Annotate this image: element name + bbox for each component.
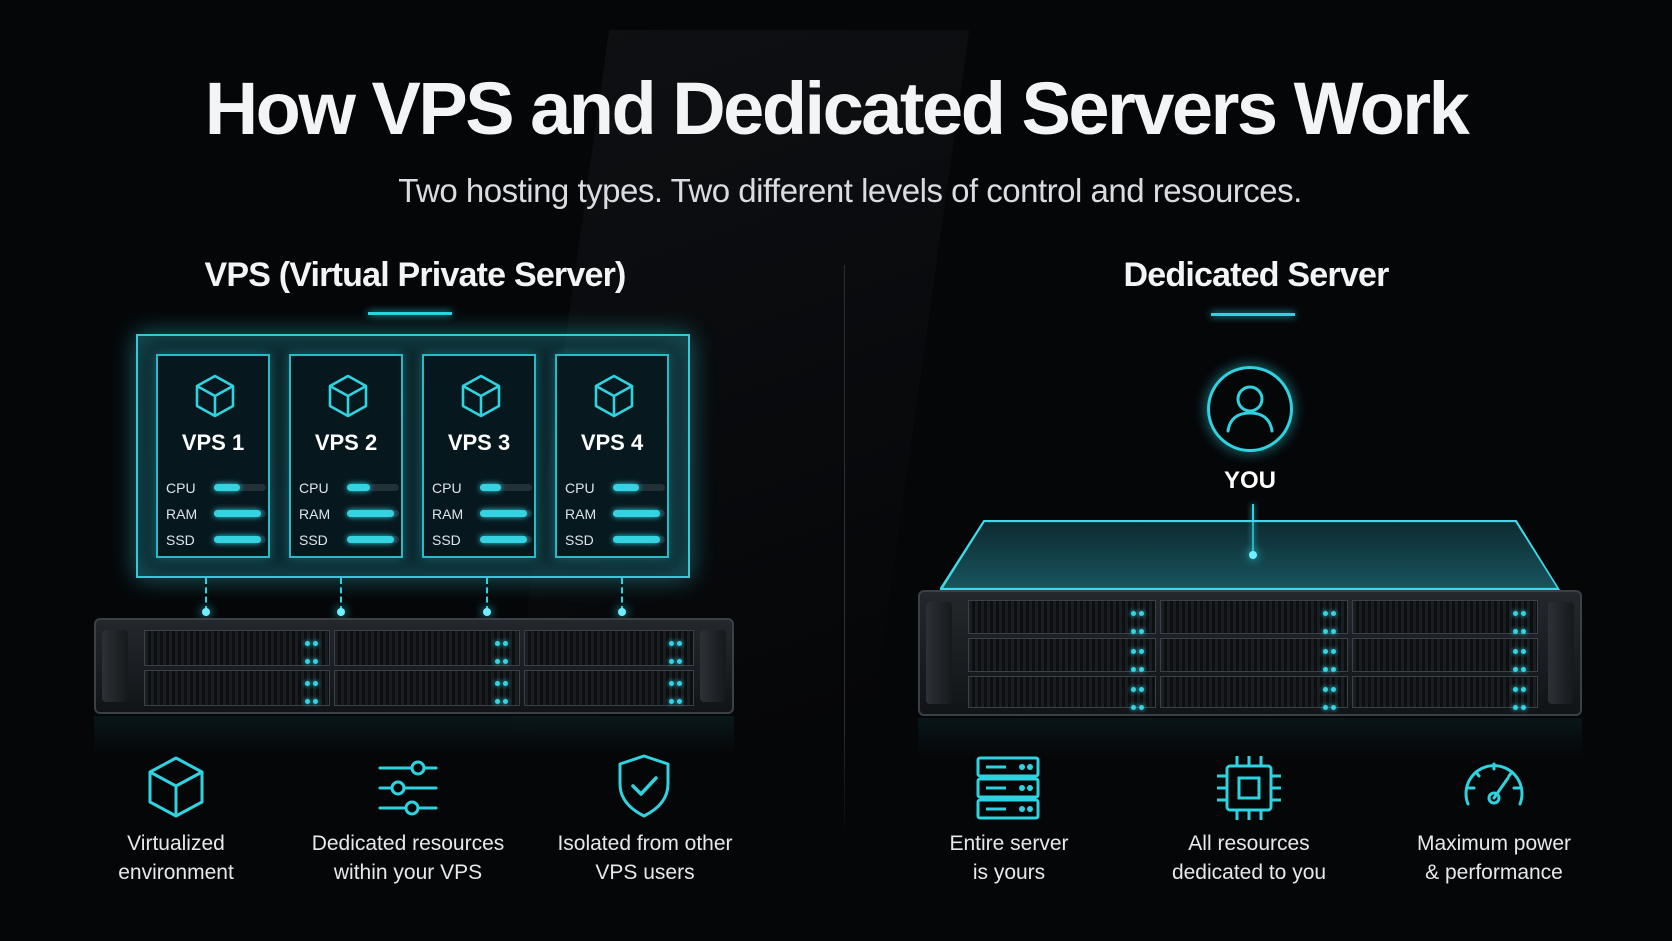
drive-bay [968,600,1156,634]
vps-virtualization-panel: VPS 1 CPU RAM SSD VPS 2 CPU RAM SSD VPS … [136,334,690,578]
resource-bar-fill [214,536,261,543]
drive-bay [1352,638,1538,672]
cube-icon [148,756,204,818]
resource-row-ssd: SSD [432,532,532,548]
vps-name: VPS 4 [580,430,644,455]
vps-name: VPS 2 [314,430,378,455]
cube-icon [328,374,368,418]
dedicated-server [918,590,1582,716]
rack-ear [1548,602,1574,704]
resource-row-ram: RAM [166,506,266,522]
dedicated-heading: Dedicated Server [1123,256,1389,294]
drive-bay [1160,676,1348,710]
vps-card: VPS 1 CPU RAM SSD [156,354,270,558]
user-icon [1226,385,1274,433]
gauge-icon [1464,762,1524,806]
rack-ear [700,630,726,702]
vps-host-server [94,618,734,714]
connector-dot [483,608,491,616]
resource-row-ram: RAM [565,506,665,522]
resource-bar-fill [214,484,240,491]
resource-row-ram: RAM [299,506,399,522]
feature-maximum-power: Maximum power& performance [1416,832,1572,884]
resource-row-cpu: CPU [432,480,532,496]
drive-bay [968,676,1156,710]
cube-icon [461,374,501,418]
drive-bay [1352,676,1538,710]
resource-row-cpu: CPU [299,480,399,496]
drive-bay [144,670,330,706]
dedicated-heading-underline [1211,313,1295,316]
cpu-chip-icon [1217,756,1281,820]
page-subtitle: Two hosting types. Two different levels … [398,172,1302,209]
drive-bay [1160,638,1348,672]
cube-icon [195,374,235,418]
drive-bay [1352,600,1538,634]
cube-icon [594,374,634,418]
resource-row-ssd: SSD [299,532,399,548]
connector-dot [337,608,345,616]
resource-bar-fill [214,510,261,517]
resource-bar-fill [480,510,527,517]
resource-bar-fill [613,510,660,517]
vps-connector-line [205,578,207,612]
drive-bay [144,630,330,666]
user-label: YOU [1223,467,1276,494]
connector-dot [202,608,210,616]
resource-bar-fill [347,536,394,543]
resource-bar-fill [613,484,639,491]
vps-card: VPS 3 CPU RAM SSD [422,354,536,558]
vps-connector-line [340,578,342,612]
server-stack-icon [976,756,1040,820]
drive-bay [334,630,520,666]
vps-card: VPS 2 CPU RAM SSD [289,354,403,558]
server-reflection [94,716,734,756]
sliders-icon [378,760,438,816]
drive-bay [1160,600,1348,634]
drive-bay [524,630,694,666]
resource-row-ssd: SSD [565,532,665,548]
drive-bay [524,670,694,706]
connector-dot [618,608,626,616]
rack-ear [926,602,952,704]
shield-check-icon [618,754,670,818]
rack-ear [102,630,128,702]
vps-card: VPS 4 CPU RAM SSD [555,354,669,558]
resource-bar-fill [613,536,660,543]
connector-dot [1249,551,1257,559]
page-title: How VPS and Dedicated Servers Work [204,67,1470,150]
resource-row-ram: RAM [432,506,532,522]
drive-bay [334,670,520,706]
resource-row-cpu: CPU [166,480,266,496]
drive-bay [968,638,1156,672]
server-reflection [918,718,1582,758]
resource-row-cpu: CPU [565,480,665,496]
vps-name: VPS 1 [181,430,245,455]
resource-bar-fill [347,510,394,517]
user-avatar [1207,366,1293,452]
resource-bar-fill [347,484,371,491]
resource-row-ssd: SSD [166,532,266,548]
resource-bar-fill [480,536,527,543]
vps-heading-underline [368,312,452,315]
vps-heading: VPS (Virtual Private Server) [204,256,626,294]
vps-name: VPS 3 [447,430,511,455]
vps-connector-line [621,578,623,612]
resource-bar-fill [480,484,501,491]
vps-connector-line [486,578,488,612]
section-divider [844,265,845,840]
